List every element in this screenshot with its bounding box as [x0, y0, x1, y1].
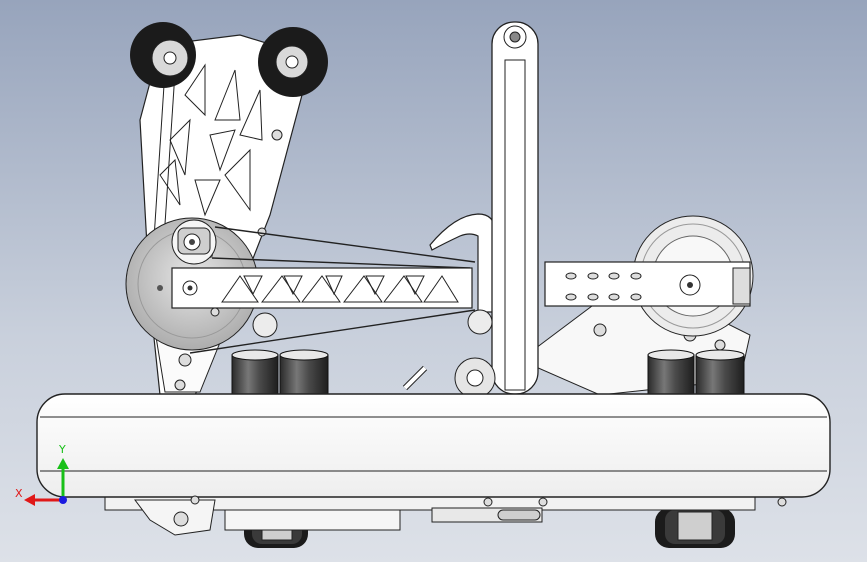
bumper: [36, 393, 831, 507]
rear-wheel-right: [655, 508, 735, 548]
cylinder-right-b: [695, 349, 745, 396]
top-roller-right: [258, 27, 328, 97]
cylinder-left-b: [279, 349, 329, 396]
triad-x-label: X: [15, 487, 23, 500]
right-beam: [544, 261, 751, 307]
cylinder-left-a: [231, 349, 279, 396]
lift-column: [491, 21, 539, 395]
top-roller-left: [130, 22, 196, 88]
triad-y-label: Y: [59, 443, 66, 456]
drive-pulley: [171, 219, 217, 265]
drive-belt: [189, 226, 476, 354]
truss-arm: [171, 267, 473, 317]
base-gears: [252, 309, 496, 399]
cylinder-right-a: [647, 349, 695, 396]
coordinate-triad: [24, 458, 69, 506]
